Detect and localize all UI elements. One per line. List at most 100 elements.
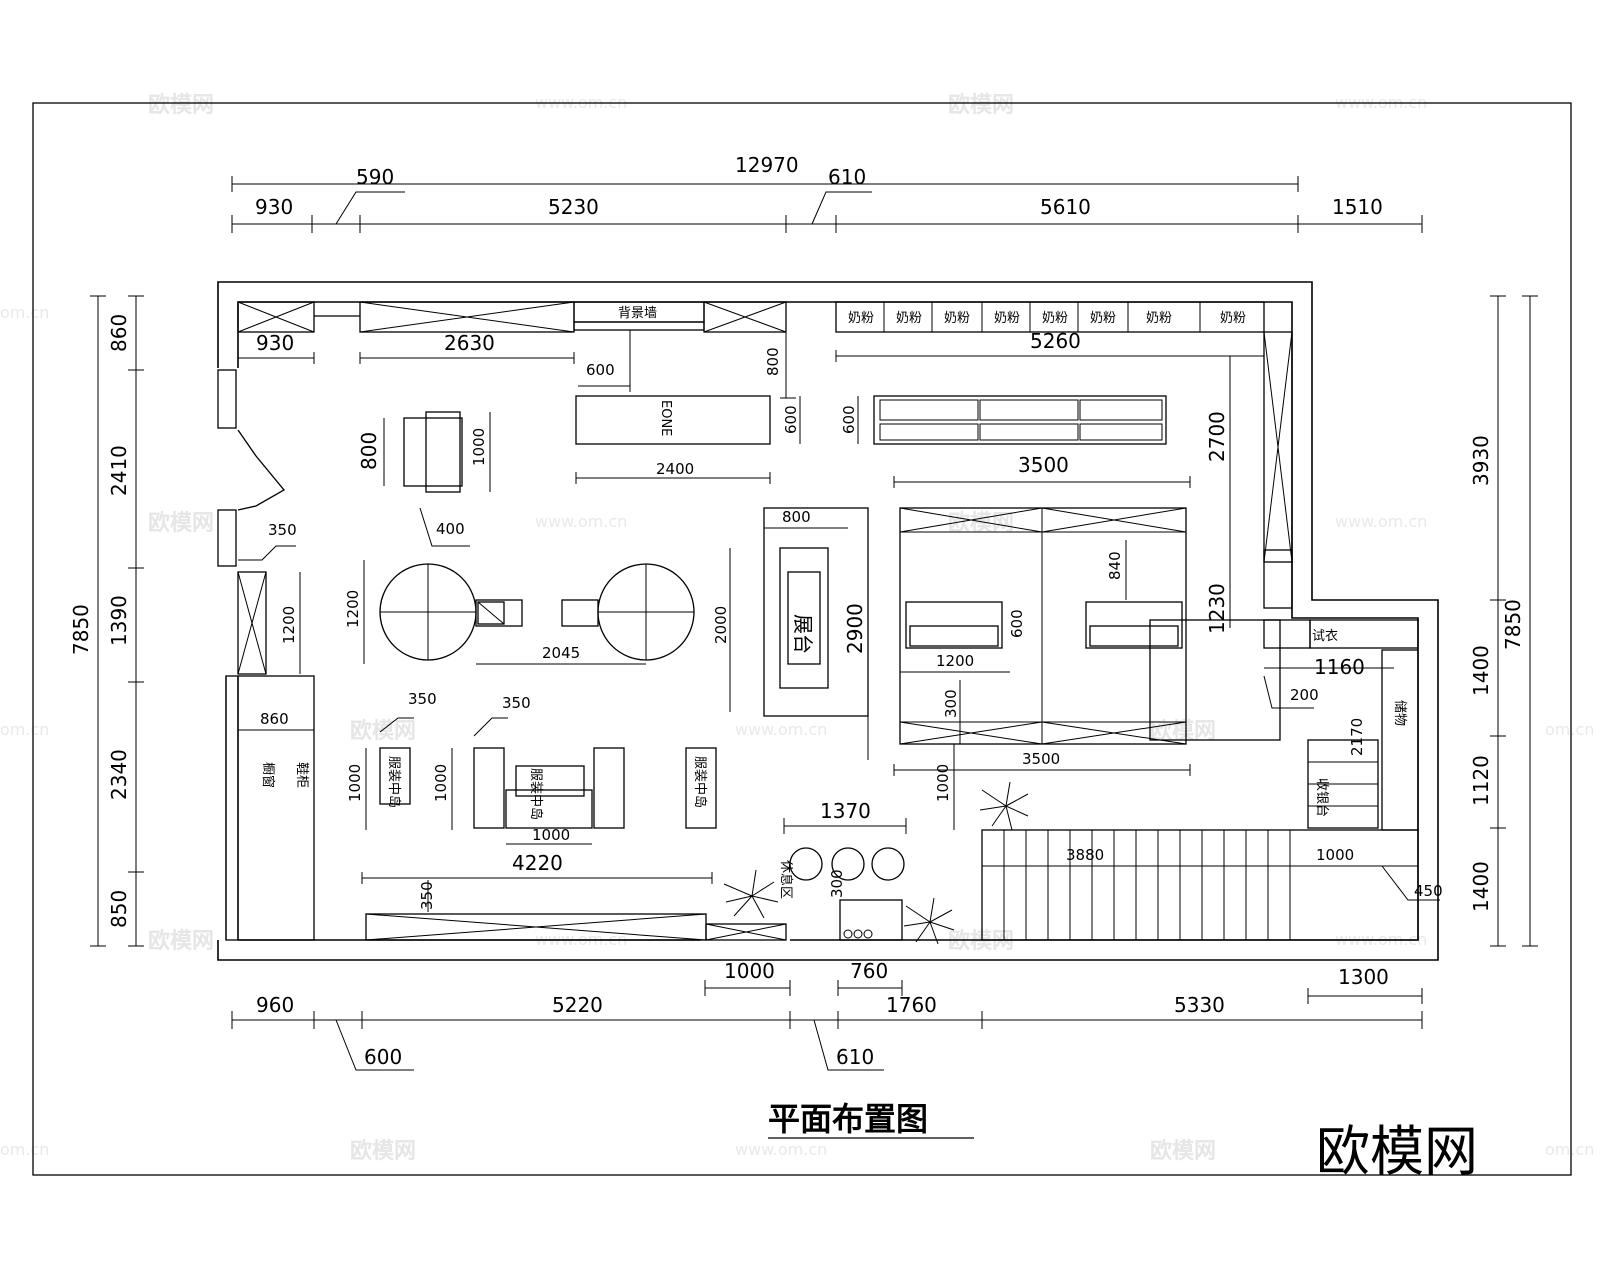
cashier-counter xyxy=(575,395,771,445)
watermark-url: www.om.cn xyxy=(735,720,827,739)
dim-left-860: 860 xyxy=(107,314,131,352)
watermark: 欧模网 xyxy=(148,92,214,118)
dim-right-1400b: 1400 xyxy=(1469,861,1493,912)
watermark: 欧模网 xyxy=(148,510,214,536)
milk-shelf-label: 奶粉 xyxy=(1042,311,1068,326)
watermark: 欧模网 xyxy=(350,1138,416,1164)
dim-bottom-5220: 5220 xyxy=(552,993,603,1017)
dim-in-2045: 2045 xyxy=(542,644,580,662)
dim-bottom-1300: 1300 xyxy=(1338,965,1389,989)
center-display-table: 800 展台 2000 2900 xyxy=(712,507,869,760)
dim-in-600b: 600 xyxy=(782,405,800,434)
dim-in-2900: 2900 xyxy=(843,603,867,654)
watermark: 欧模网 xyxy=(1150,1138,1216,1164)
dim-in-600d: 600 xyxy=(1008,609,1026,638)
right-dimensions: 3930 1400 1120 1400 7850 xyxy=(1469,295,1538,947)
right-fitting-area: 试衣 1160 200 储物 收银台 2170 xyxy=(1149,619,1419,831)
watermark: 欧模网 xyxy=(948,928,1014,954)
dim-in-1000v: 1000 xyxy=(934,764,952,802)
dim-left-850: 850 xyxy=(107,890,131,928)
watermark-layer: 欧模网 www.om.cn 欧模网 www.om.cn om.cn 欧模网 ww… xyxy=(0,92,1594,1164)
dim-in-1200b: 1200 xyxy=(936,652,974,670)
dim-in-800s: 800 xyxy=(357,432,381,470)
clothing-rack-label: 服装中岛 xyxy=(692,756,708,808)
cashier-label: 收银台 xyxy=(1314,778,1329,817)
dim-in-800: 800 xyxy=(764,347,782,376)
dim-in-200: 200 xyxy=(1290,686,1319,704)
watermark-url: www.om.cn xyxy=(1335,512,1427,531)
dim-in-1000a: 1000 xyxy=(346,764,364,802)
left-storage: 350 1200 860 橱窗 鞋柜 xyxy=(225,521,315,941)
dim-top-5610: 5610 xyxy=(1040,195,1091,219)
fitting-label: 试衣 xyxy=(1312,628,1338,644)
rest-area: 1370 休息区 300 xyxy=(778,799,907,941)
dim-in-5260: 5260 xyxy=(1030,329,1081,353)
dim-bottom-5330: 5330 xyxy=(1174,993,1225,1017)
milk-shelf-label: 奶粉 xyxy=(994,311,1020,326)
dim-bottom-760: 760 xyxy=(850,959,888,983)
dim-in-600c: 600 xyxy=(840,405,858,434)
top-dimensions: 12970 930 5230 5610 1510 590 610 xyxy=(231,153,1423,233)
dim-in-350b: 350 xyxy=(408,690,437,708)
dim-in-4220: 4220 xyxy=(512,851,563,875)
round-tables: 1200 2045 xyxy=(344,560,695,665)
dim-in-1000c: 1000 xyxy=(532,826,570,844)
right-shelf-column: 2700 1230 xyxy=(1205,331,1293,634)
dim-in-350a: 350 xyxy=(268,521,297,539)
milk-shelf-label: 奶粉 xyxy=(1146,311,1172,326)
dim-in-800t: 800 xyxy=(782,508,811,526)
dim-in-1000d: 1000 xyxy=(1316,846,1354,864)
watermark-url: www.om.cn xyxy=(735,1140,827,1159)
dim-in-350c: 350 xyxy=(502,694,531,712)
dim-left-2340: 2340 xyxy=(107,749,131,800)
watermark-url: om.cn xyxy=(0,1140,49,1159)
dim-in-930: 930 xyxy=(256,331,294,355)
dim-in-350d: 350 xyxy=(418,881,436,910)
center-cabinet-zone: 1200 600 840 300 3500 1000 xyxy=(893,507,1191,830)
milk-shelf-label: 奶粉 xyxy=(1220,311,1246,326)
dim-in-1230: 1230 xyxy=(1205,583,1229,634)
dim-left-1390: 1390 xyxy=(107,595,131,646)
clothing-islands: 服装中岛 350 1000 服装中岛 350 1000 1000 服装中岛 42… xyxy=(346,690,717,884)
rest-area-label: 休息区 xyxy=(778,860,794,899)
dim-in-1200: 1200 xyxy=(344,590,362,628)
watermark-url: om.cn xyxy=(1545,1140,1594,1159)
top-cabinets: 背景墙 奶粉 奶粉 奶粉 奶粉 奶粉 奶粉 奶粉 奶粉 xyxy=(237,301,1265,333)
dim-top-total: 12970 xyxy=(735,153,799,177)
dim-right-total: 7850 xyxy=(1501,599,1525,650)
dim-right-1120: 1120 xyxy=(1469,755,1493,806)
window-label: 橱窗 xyxy=(260,762,276,788)
dim-right-1400a: 1400 xyxy=(1469,645,1493,696)
milk-shelf-label: 奶粉 xyxy=(896,311,922,326)
dim-in-1200c: 1200 xyxy=(280,606,298,644)
clothing-rack-label: 服装中岛 xyxy=(528,768,544,820)
watermark: 欧模网 xyxy=(148,928,214,954)
milk-shelf-label: 奶粉 xyxy=(848,311,874,326)
dim-in-300b: 300 xyxy=(828,869,846,898)
milk-shelf-label: 奶粉 xyxy=(944,311,970,326)
dim-top-610: 610 xyxy=(828,165,866,189)
dim-top-1510: 1510 xyxy=(1332,195,1383,219)
dim-in-300: 300 xyxy=(942,689,960,718)
counter-logo: EONE xyxy=(658,400,673,436)
top-interior-dimensions: 930 2630 5260 600 800 xyxy=(237,329,1265,399)
drawing-frame xyxy=(32,102,1572,1176)
watermark-url: om.cn xyxy=(0,720,49,739)
display-table-label: 展台 xyxy=(791,614,815,654)
dim-in-1370: 1370 xyxy=(820,799,871,823)
dim-right-3930: 3930 xyxy=(1469,435,1493,486)
dim-in-1000b: 1000 xyxy=(432,764,450,802)
dim-in-2000: 2000 xyxy=(712,606,730,644)
dim-in-3500b: 3500 xyxy=(1022,750,1060,768)
dim-in-2170: 2170 xyxy=(1348,718,1366,756)
dim-in-2630: 2630 xyxy=(444,331,495,355)
bottom-cabinet: 350 xyxy=(365,880,787,941)
dim-in-3880: 3880 xyxy=(1066,846,1104,864)
dim-in-1000s: 1000 xyxy=(470,428,488,466)
dim-in-1160: 1160 xyxy=(1314,655,1365,679)
staircase: 3880 1000 450 xyxy=(981,829,1443,941)
plant-icon xyxy=(723,781,1029,945)
drawing-title: 平面布置图 xyxy=(768,1100,928,1138)
dim-in-400: 400 xyxy=(436,520,465,538)
dim-left-total: 7850 xyxy=(69,604,93,655)
